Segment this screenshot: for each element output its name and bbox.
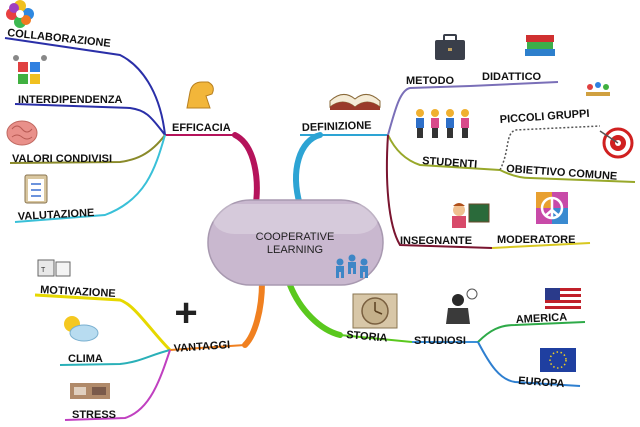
plus-icon: +	[174, 291, 197, 335]
label-efficacia[interactable]: EFFICACIA	[172, 122, 231, 134]
label-moderatore[interactable]: MODERATORE	[497, 234, 575, 246]
studenti-connector	[387, 134, 501, 171]
clipboard-checklist-icon	[24, 174, 48, 204]
branch-definizione-connector	[293, 132, 323, 208]
peace-sign-icon	[536, 192, 568, 224]
label-studiosi[interactable]: STUDIOSI	[414, 335, 466, 347]
label-motivazione[interactable]: MOTIVAZIONE	[40, 284, 116, 300]
motivazione-connector	[34, 293, 172, 352]
branch-vantaggi-connector	[242, 279, 265, 348]
open-book-icon	[329, 94, 381, 110]
central-title-line2: LEARNING	[267, 244, 323, 256]
label-studenti[interactable]: STUDENTI	[422, 155, 478, 171]
stress-icon	[70, 383, 110, 399]
label-definizione[interactable]: DEFINIZIONE	[302, 120, 372, 134]
label-storia[interactable]: STORIA	[346, 329, 388, 345]
valori-connector	[9, 134, 166, 164]
teacher-icon	[452, 203, 490, 228]
label-vantaggi[interactable]: VANTAGGI	[173, 339, 230, 355]
target-icon	[599, 127, 634, 159]
sun-cloud-icon	[64, 316, 99, 342]
label-metodo[interactable]: METODO	[406, 75, 455, 87]
flexed-arm-icon	[186, 81, 214, 109]
label-interdipendenza[interactable]: INTERDIPENDENZA	[18, 94, 123, 106]
label-stress[interactable]: STRESS	[72, 409, 116, 421]
usa-flag-icon	[545, 288, 581, 310]
clima-connector	[59, 349, 171, 366]
central-node[interactable]: COOPERATIVE LEARNING	[207, 199, 384, 286]
students-icon	[416, 109, 469, 138]
flower-icon	[6, 0, 34, 28]
metodo-connector	[387, 85, 471, 136]
central-title-line1: COOPERATIVE	[256, 231, 335, 243]
branch-efficacia-connector	[232, 132, 260, 213]
piccoli-connector	[499, 125, 601, 171]
moderatore-connector	[491, 242, 591, 249]
branch-storia-connector	[287, 282, 343, 338]
people-group-icon	[336, 254, 368, 278]
stacked-books-icon	[525, 35, 555, 56]
america-connector	[477, 321, 586, 343]
briefcase-icon	[435, 34, 465, 60]
collaborazione-connector	[4, 37, 166, 136]
svg-text:T: T	[41, 267, 46, 274]
label-america[interactable]: AMERICA	[516, 311, 568, 326]
didattico-connector	[469, 81, 559, 87]
thinker-icon	[446, 288, 478, 324]
label-valutazione[interactable]: VALUTAZIONE	[18, 207, 95, 223]
label-insegnante[interactable]: INSEGNANTE	[400, 235, 472, 247]
puzzle-people-icon	[13, 55, 47, 84]
brain-icon	[6, 120, 38, 146]
label-europa[interactable]: EUROPA	[518, 375, 565, 390]
label-didattico[interactable]: DIDATTICO	[482, 71, 542, 83]
stress-connector	[64, 349, 171, 421]
label-clima[interactable]: CLIMA	[68, 353, 103, 365]
obiettivo-connector	[499, 169, 636, 183]
europa-connector	[477, 341, 581, 387]
vantaggi-underline	[169, 344, 246, 351]
label-valori-condivisi[interactable]: VALORI CONDIVISI	[12, 153, 112, 165]
small-group-icon	[586, 82, 610, 96]
valutazione-connector	[14, 134, 166, 223]
interdipendenza-connector	[14, 103, 166, 136]
antique-clock-icon	[352, 293, 398, 329]
insegnante-connector	[385, 134, 493, 249]
storia-underline	[339, 334, 413, 343]
label-piccoli-gruppi[interactable]: PICCOLI GRUPPI	[499, 108, 589, 126]
dice-icon: T	[37, 259, 71, 277]
eu-flag-icon	[540, 348, 576, 372]
